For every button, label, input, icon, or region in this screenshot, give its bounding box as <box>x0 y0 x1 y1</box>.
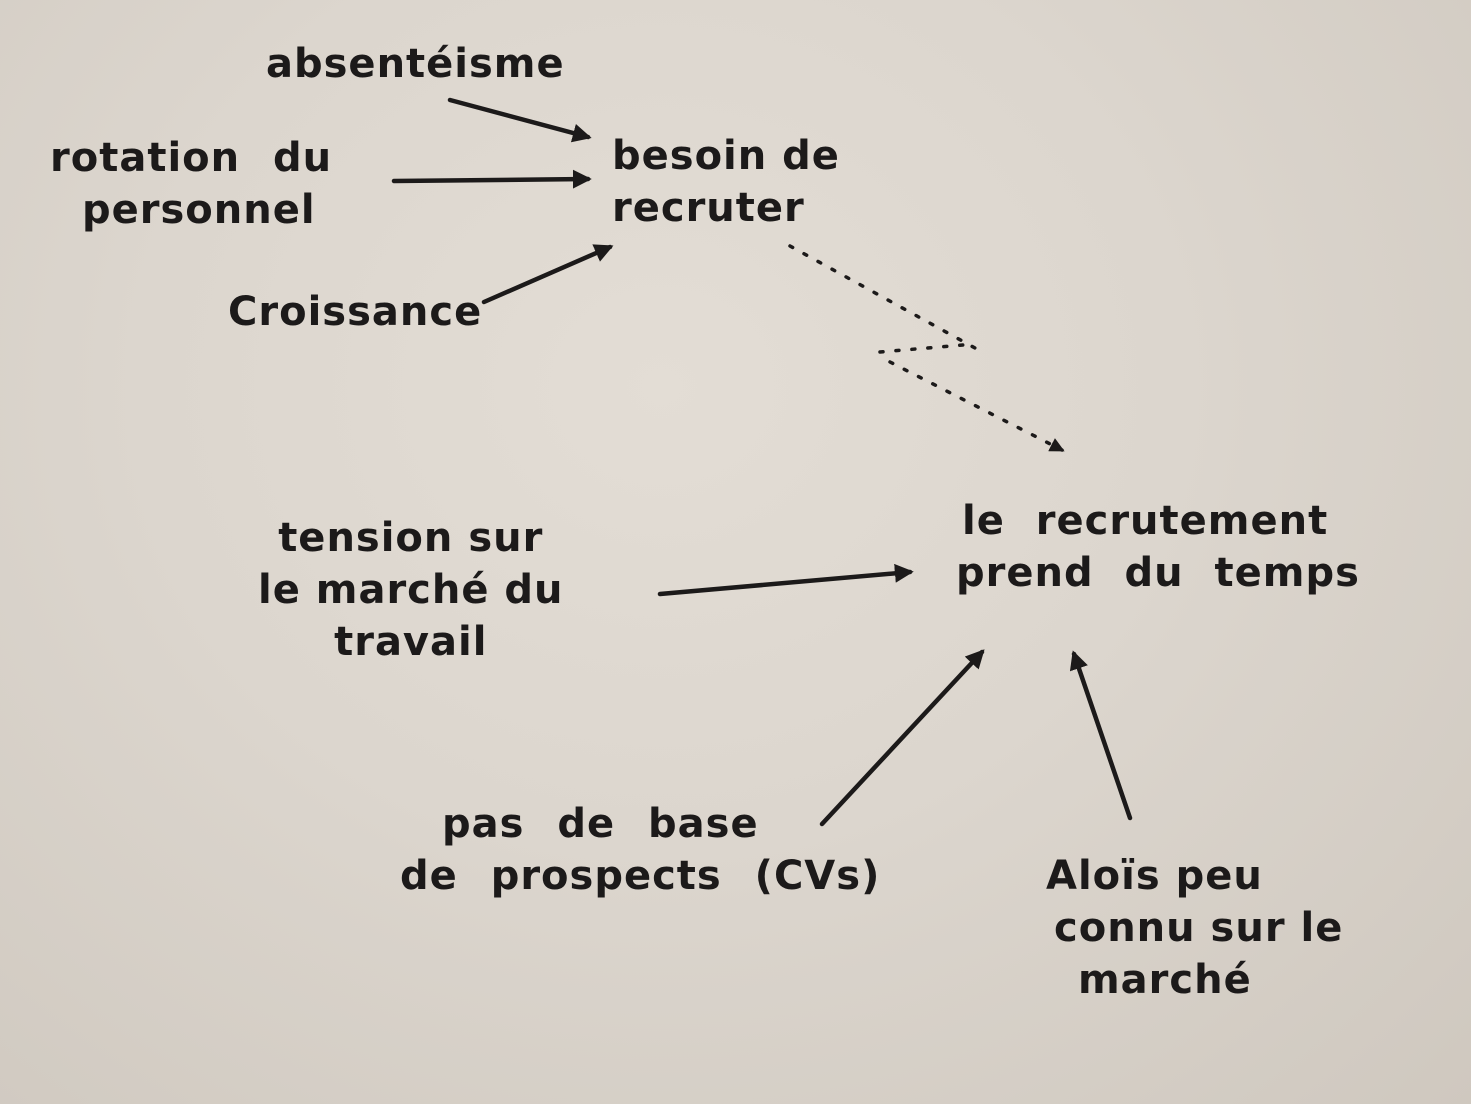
node-label: besoin de <box>612 133 840 179</box>
node-besoin-de-recruter: besoin de recruter <box>612 130 840 234</box>
node-label: Croissance <box>228 289 483 335</box>
node-label: prend du temps <box>956 550 1360 596</box>
edge-tension-recrutement <box>657 563 914 597</box>
node-label: absentéisme <box>266 41 565 87</box>
node-label: le marché du <box>258 567 564 613</box>
node-label: travail <box>334 619 488 665</box>
node-absenteisme: absentéisme <box>266 38 565 90</box>
node-label: recruter <box>612 185 805 231</box>
node-recrutement-prend-du-temps: le recrutement prend du temps <box>956 495 1360 599</box>
node-label: connu sur le <box>1054 905 1344 951</box>
edge-alois-recrutement <box>1069 650 1133 821</box>
node-label: marché <box>1078 957 1252 1003</box>
node-rotation-du-personnel: rotation du personnel <box>50 132 332 236</box>
node-label: personnel <box>82 187 316 233</box>
node-pas-de-base-de-prospects: pas de base de prospects (CVs) <box>400 798 880 902</box>
node-label: pas de base <box>442 801 759 847</box>
edge-pas-recrutement <box>819 649 985 827</box>
edge-besoin-recrutement <box>788 244 1062 450</box>
node-label: rotation du <box>50 135 333 181</box>
node-tension-marche-travail: tension sur le marché du travail <box>258 512 564 668</box>
edge-absenteisme-besoin <box>447 97 592 143</box>
edge-croissance-besoin <box>481 244 614 305</box>
node-croissance: Croissance <box>228 286 482 338</box>
node-label: tension sur <box>278 515 544 561</box>
node-alois-peu-connu: Aloïs peu connu sur le marché <box>1046 850 1343 1006</box>
node-label: de prospects (CVs) <box>400 853 881 899</box>
edge-rotation-besoin <box>391 169 592 189</box>
node-label: le recrutement <box>962 498 1329 544</box>
node-label: Aloïs peu <box>1046 853 1263 899</box>
